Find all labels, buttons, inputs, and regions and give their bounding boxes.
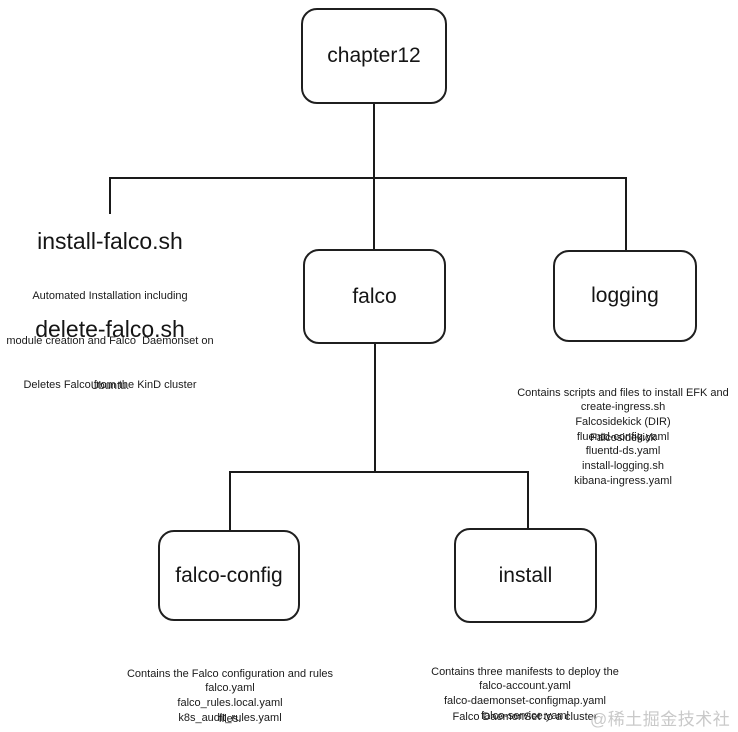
file-item: create-ingress.sh bbox=[580, 401, 666, 413]
file-item: fluentd-ds.yaml bbox=[585, 445, 661, 458]
logging-annotation-block: Contains scripts and files to install EF… bbox=[508, 0, 738, 732]
logging-file-list: create-ingress.sh Falcosidekick (DIR) fl… bbox=[508, 400, 738, 489]
file-item: fluentd-config.yaml bbox=[576, 430, 670, 443]
desc-line: Contains three manifests to deploy the bbox=[431, 666, 619, 678]
node-falco-label: falco bbox=[352, 284, 397, 308]
connector-drop-falco bbox=[373, 177, 375, 250]
desc-line: Falcosidekick bbox=[589, 432, 657, 444]
connector-falco-to-branch bbox=[374, 342, 376, 472]
file-item: falco-daemonset-configmap.yaml bbox=[443, 694, 607, 707]
falco-config-file-list: falco.yaml falco_rules.local.yaml k8s_au… bbox=[110, 681, 350, 725]
node-falco: falco bbox=[303, 249, 446, 344]
desc-line: Deletes Falco from the KinD cluster bbox=[23, 379, 197, 391]
script-delete-falco-name: delete-falco.sh bbox=[35, 316, 185, 342]
node-chapter12: chapter12 bbox=[301, 8, 447, 104]
connector-drop-logging bbox=[625, 177, 627, 251]
desc-line: Ubuntu. bbox=[90, 380, 130, 392]
file-item: falco_rules.local.yaml bbox=[177, 696, 283, 709]
file-item: falco-account.yaml bbox=[479, 680, 571, 692]
script-install-falco-desc: Automated Installation including module … bbox=[5, 259, 215, 424]
install-annotation-block: Contains three manifests to deploy the F… bbox=[405, 0, 645, 732]
connector-root-to-branch bbox=[373, 103, 375, 178]
file-item: Falcosidekick (DIR) bbox=[575, 415, 671, 428]
scripts-annotation-block: install-falco.sh Automated Installation … bbox=[5, 0, 215, 732]
logging-desc: Contains scripts and files to install EF… bbox=[508, 356, 738, 476]
desc-line: Automated Installation including bbox=[32, 290, 188, 302]
node-logging-label: logging bbox=[591, 284, 659, 307]
desc-line: Contains the Falco configuration and rul… bbox=[126, 668, 334, 680]
node-install: install bbox=[454, 528, 597, 623]
falco-config-desc: Contains the Falco configuration and rul… bbox=[110, 637, 350, 732]
file-item: install-logging.sh bbox=[582, 460, 664, 473]
falco-config-annotation-block: Contains the Falco configuration and rul… bbox=[110, 0, 350, 732]
connector-drop-install bbox=[527, 471, 529, 529]
file-item: kibana-ingress.yaml bbox=[574, 474, 672, 487]
file-item: k8s_audit_rules.yaml bbox=[178, 711, 282, 724]
desc-line: files. bbox=[218, 713, 242, 725]
file-item: falco-service.yaml bbox=[480, 709, 570, 722]
connector-drop-falco-config bbox=[229, 471, 231, 531]
desc-line: module creation and Falco Daemonset on bbox=[6, 335, 214, 347]
script-install-falco-name: install-falco.sh bbox=[37, 228, 183, 254]
install-file-list: falco-account.yaml falco-daemonset-confi… bbox=[405, 679, 645, 723]
connector-level1-horizontal bbox=[109, 177, 626, 179]
node-falco-config: falco-config bbox=[158, 530, 300, 621]
desc-line: Contains scripts and files to install EF… bbox=[517, 387, 729, 399]
watermark-text: @稀土掘金技术社区 bbox=[590, 710, 731, 729]
node-falco-config-label: falco-config bbox=[175, 563, 283, 587]
node-logging: logging bbox=[553, 250, 697, 342]
node-install-label: install bbox=[498, 563, 553, 587]
install-desc: Contains three manifests to deploy the F… bbox=[405, 635, 645, 732]
desc-line: Falco DaemonSet to a cluster bbox=[452, 711, 598, 723]
script-delete-falco-desc: Deletes Falco from the KinD cluster bbox=[5, 348, 215, 423]
connector-level2-horizontal bbox=[229, 471, 528, 473]
connector-drop-scripts bbox=[109, 177, 111, 214]
file-item: falco.yaml bbox=[205, 682, 255, 694]
node-chapter12-label: chapter12 bbox=[327, 44, 421, 67]
